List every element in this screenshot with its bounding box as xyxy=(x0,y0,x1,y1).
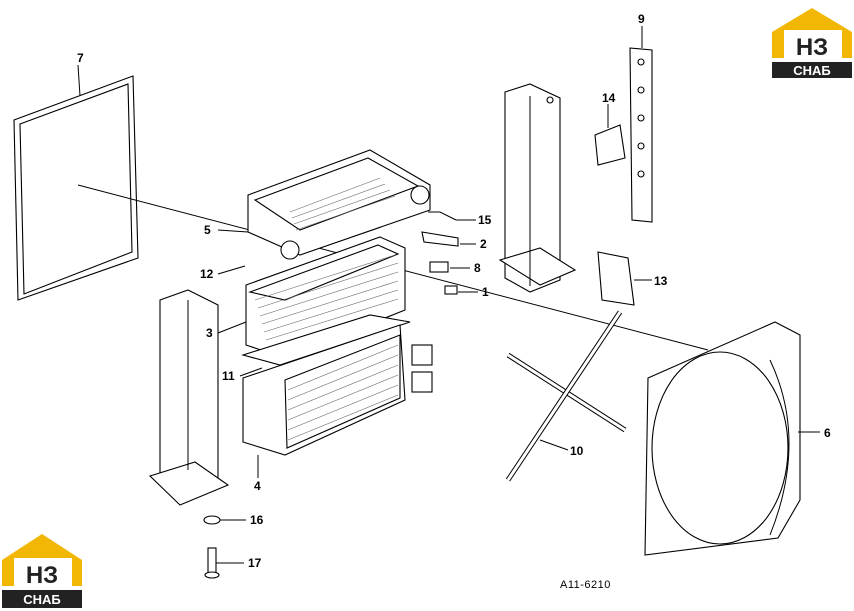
part-11-plate xyxy=(239,314,411,377)
bracket xyxy=(411,371,433,393)
part-8-block xyxy=(429,261,449,273)
part-6-fan-shroud xyxy=(644,321,820,556)
logo-top-letters: НЗ xyxy=(26,562,58,589)
callout-labels: 7 9 14 5 15 2 12 8 13 1 3 11 6 10 4 16 1… xyxy=(77,12,831,570)
part-16-washer xyxy=(203,515,246,525)
leader-7 xyxy=(77,64,81,97)
part-9-strip xyxy=(629,26,653,223)
callout-8: 8 xyxy=(474,261,481,275)
callout-2: 2 xyxy=(480,237,487,251)
logo-base xyxy=(772,62,852,78)
part-14-bracket xyxy=(594,104,626,166)
part-2-clip xyxy=(421,231,459,247)
right-upright-support xyxy=(498,83,577,293)
left-upright-support xyxy=(148,289,230,506)
callout-9: 9 xyxy=(638,12,645,26)
callout-17: 17 xyxy=(248,556,262,570)
logo-top-letters: НЗ xyxy=(796,34,828,61)
callout-3: 3 xyxy=(206,326,213,340)
callout-12: 12 xyxy=(200,267,214,281)
callout-6: 6 xyxy=(824,426,831,440)
callout-10: 10 xyxy=(570,444,584,458)
part-7-seal-frame xyxy=(13,64,139,301)
part-4-radiator xyxy=(242,324,433,478)
callout-16: 16 xyxy=(250,513,264,527)
callout-15: 15 xyxy=(478,213,492,227)
logo-panel xyxy=(14,558,72,588)
part-17-bolt xyxy=(204,547,244,579)
callout-14: 14 xyxy=(602,91,616,105)
leader-12 xyxy=(217,265,246,275)
logo-base xyxy=(2,590,82,608)
drawing-id: A11-6210 xyxy=(560,579,611,591)
callout-4: 4 xyxy=(254,479,261,493)
part-13-bracket xyxy=(597,251,652,306)
callout-7: 7 xyxy=(77,51,84,65)
leader-3 xyxy=(217,321,247,334)
part-1-sensor xyxy=(444,285,458,295)
part-3-oil-cooler xyxy=(217,236,406,359)
callout-11: 11 xyxy=(222,369,235,383)
leader-11 xyxy=(239,367,263,377)
leader-10 xyxy=(539,439,569,451)
outlet-port xyxy=(410,185,430,205)
leader-5 xyxy=(217,229,249,233)
part-15-hose xyxy=(428,211,457,221)
part-10-x-brace xyxy=(505,310,627,482)
callout-1: 1 xyxy=(482,285,489,299)
callout-5: 5 xyxy=(204,223,211,237)
logo-bottom-left: НЗ СНАБ xyxy=(2,534,82,608)
logo-bottom-letters: СНАБ xyxy=(793,63,831,78)
callout-13: 13 xyxy=(654,274,668,288)
logo-top-right: НЗ СНАБ xyxy=(772,8,852,78)
bracket xyxy=(411,344,433,366)
inlet-port xyxy=(280,240,300,260)
small-parts xyxy=(421,211,478,295)
part-5-charge-air-cooler xyxy=(217,149,431,260)
logo-bottom-letters: СНАБ xyxy=(23,592,61,607)
logo-panel xyxy=(784,30,842,62)
